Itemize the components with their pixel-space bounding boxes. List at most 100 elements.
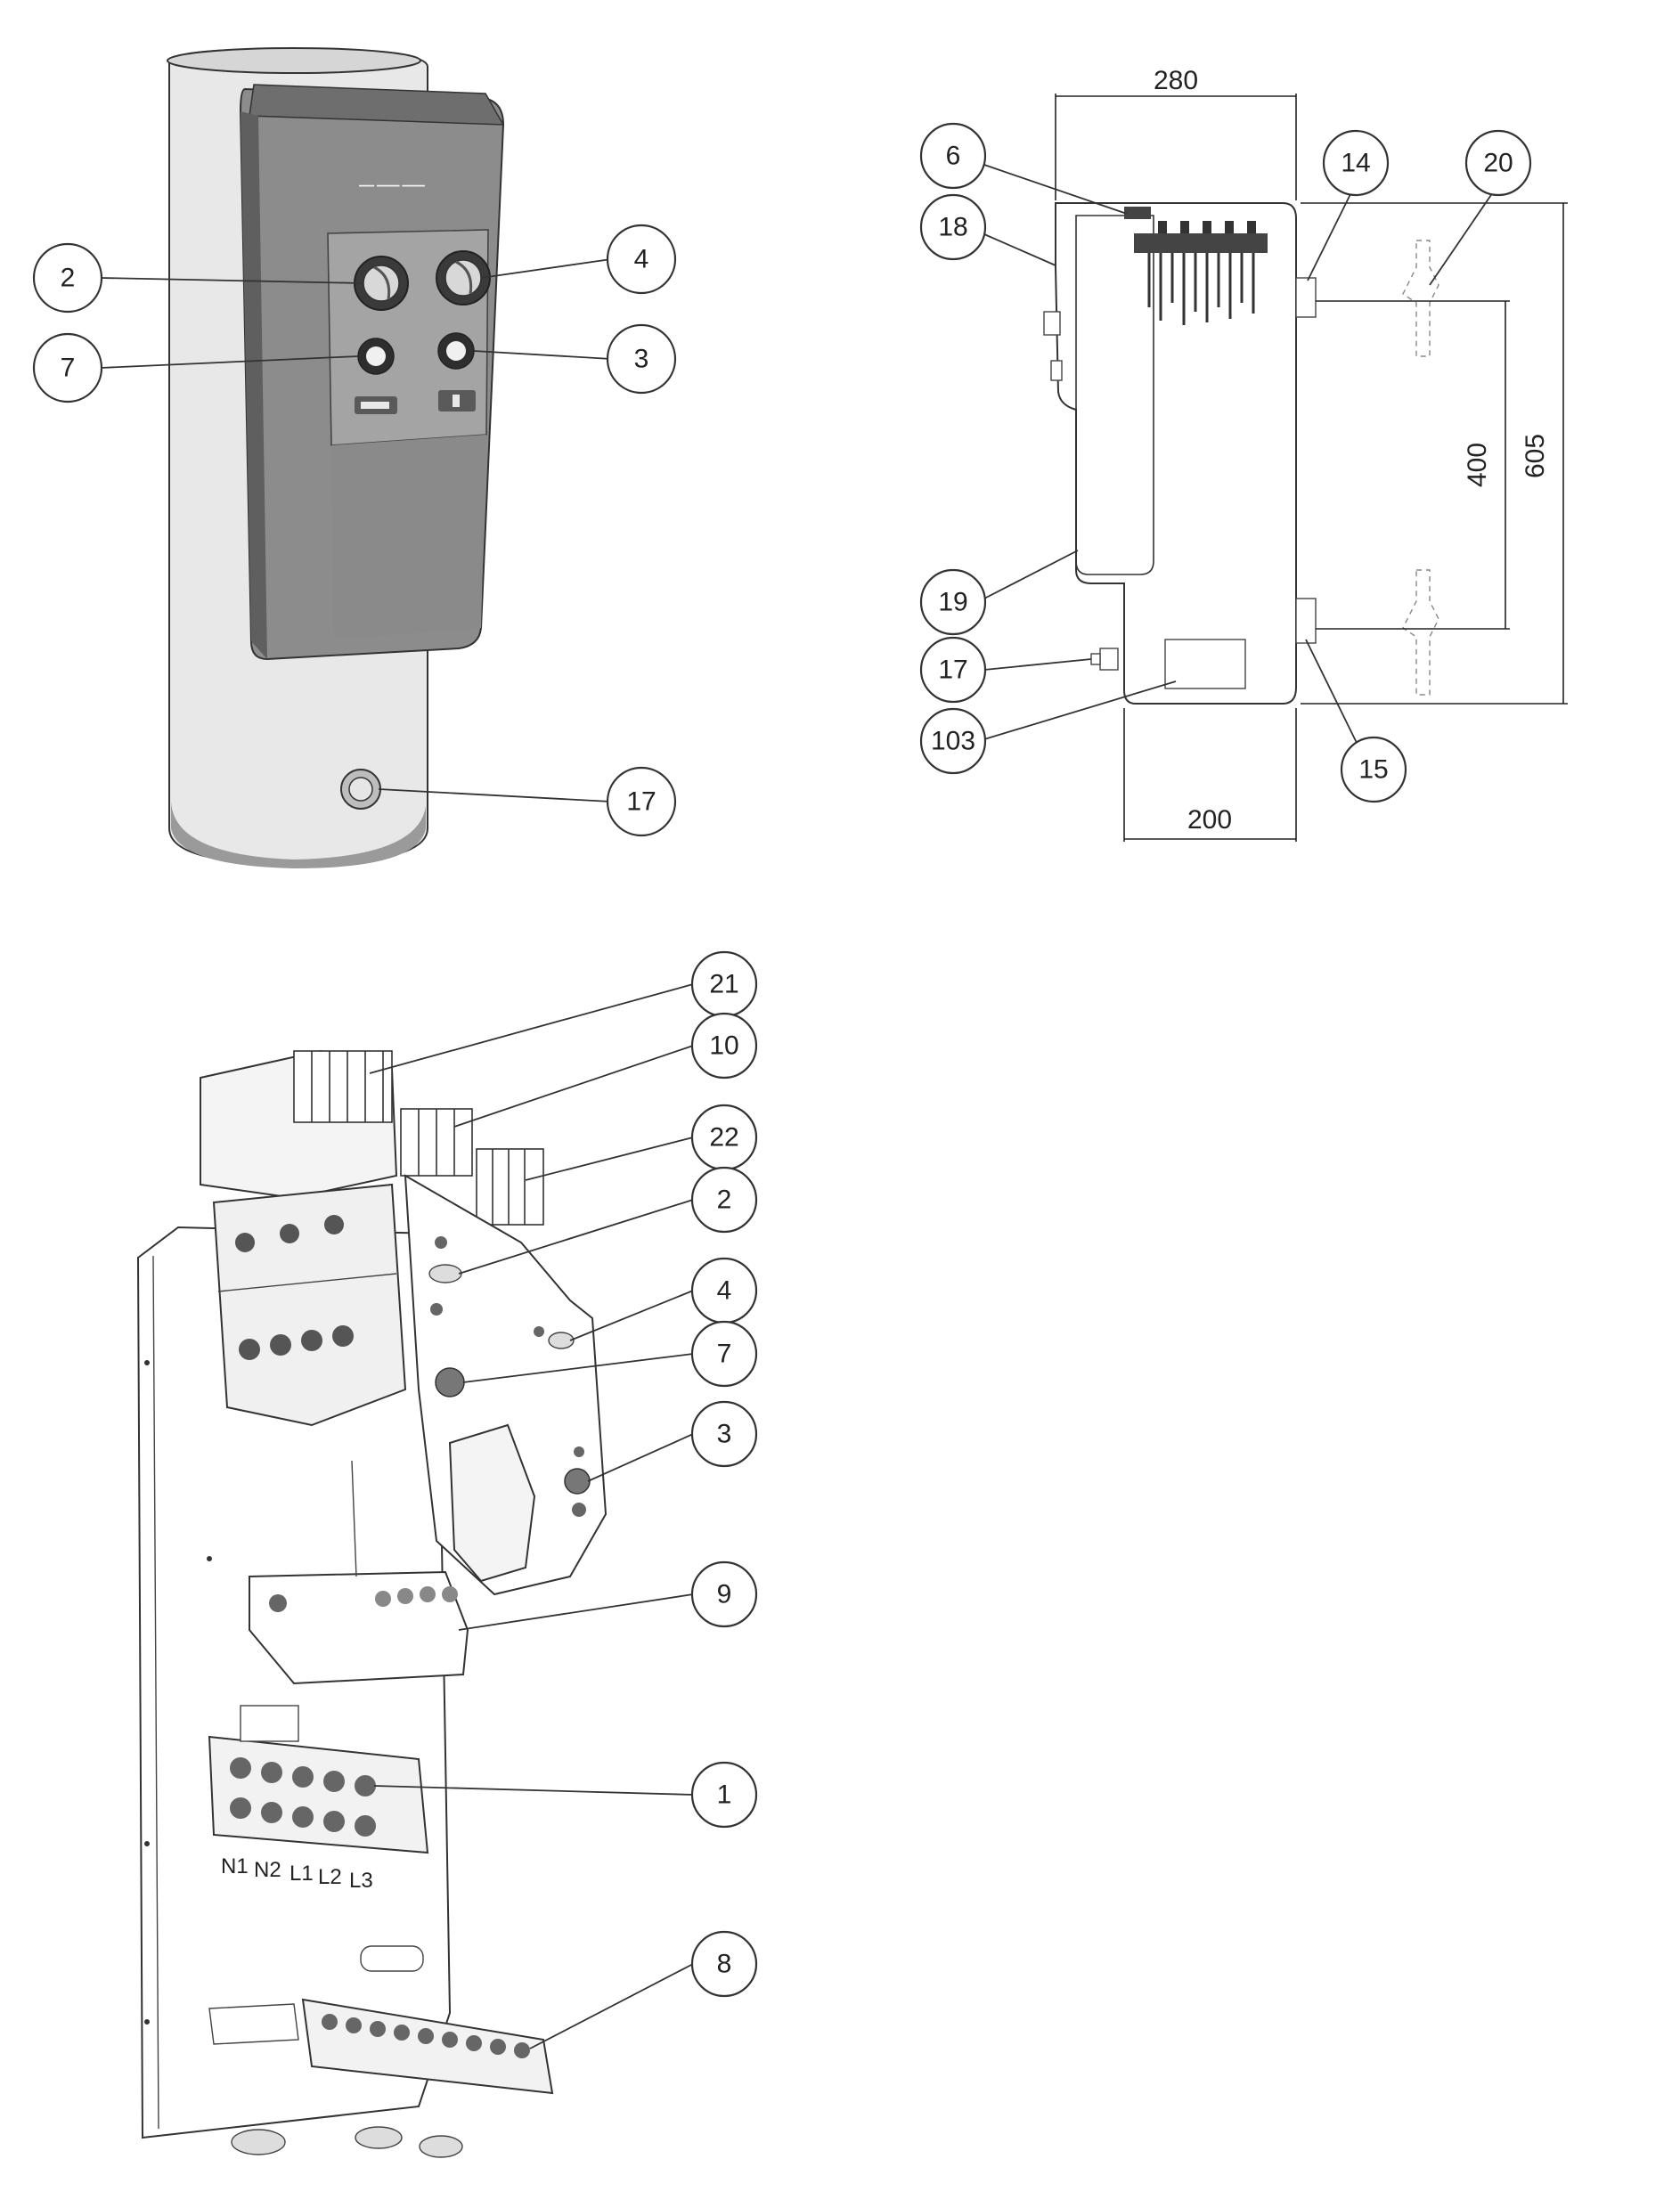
side-control-housing: [1075, 215, 1154, 575]
thermostat-body: [448, 1423, 536, 1583]
leader-front-7: [100, 355, 359, 369]
callout-term-21-label: 21: [709, 970, 738, 999]
callout-front-7-label: 7: [61, 354, 76, 383]
terminal-label-n1: N1: [221, 1854, 249, 1878]
side-drain-valve: [1099, 648, 1119, 671]
callout-term-4-label: 4: [717, 1276, 732, 1306]
callout-term-21: 21: [690, 950, 758, 1018]
cable-clamp: [360, 1945, 424, 1972]
leader-side-14: [1307, 186, 1355, 281]
callout-side-17: 17: [919, 636, 987, 704]
bracket-screw-2: [430, 1303, 443, 1316]
wall-rail-top: [1402, 240, 1439, 357]
front-view: ▔▔ ▔▔▔ ▔▔▔: [32, 47, 677, 868]
dim-200-label: 200: [1187, 805, 1232, 835]
cable-gland-3: [419, 2135, 463, 2158]
callout-side-17-label: 17: [938, 656, 967, 685]
terminal-label-n2: N2: [254, 1858, 281, 1882]
callout-term-3: 3: [690, 1400, 758, 1468]
callout-term-2: 2: [690, 1166, 758, 1234]
indicator-lamp-left: [357, 338, 395, 375]
cylinder-top: [167, 47, 421, 74]
leader-term-2: [458, 1199, 694, 1275]
callout-side-18-label: 18: [938, 213, 967, 242]
callout-front-17: 17: [606, 766, 677, 837]
contactor-stack: [212, 1183, 407, 1427]
control-panel-top-face: [249, 84, 505, 126]
contactor-divider: [217, 1273, 397, 1292]
lamp-socket-7: [435, 1367, 465, 1397]
callout-side-19: 19: [919, 568, 987, 636]
leader-term-10: [453, 1045, 694, 1128]
callout-side-14: 14: [1322, 129, 1390, 197]
heating-flange: [1134, 233, 1268, 253]
callout-side-6-label: 6: [946, 142, 961, 171]
flange-cap: [1124, 207, 1151, 219]
terminal-label-l3: L3: [349, 1869, 373, 1893]
panel-lower-face: [331, 435, 486, 640]
contactor-terminals-bottom: [239, 1325, 354, 1360]
leader-front-2: [100, 277, 364, 284]
mid-bracket-screw: [269, 1594, 287, 1612]
terminal-label-l1: L1: [290, 1862, 314, 1886]
callout-side-15: 15: [1340, 736, 1407, 803]
callout-side-20: 20: [1464, 129, 1532, 197]
bracket-top: [1295, 277, 1317, 318]
callout-side-18: 18: [919, 193, 987, 261]
bracket-screw-5: [572, 1503, 586, 1517]
mid-bracket: [249, 1570, 469, 1685]
callout-side-19-label: 19: [938, 588, 967, 617]
label-plate-right-mark: [453, 395, 460, 407]
lower-left-clamp: [208, 2003, 299, 2045]
callout-term-4: 4: [690, 1257, 758, 1324]
callout-side-103-label: 103: [931, 727, 975, 756]
leader-side-20: [1429, 186, 1497, 286]
callout-term-2-label: 2: [717, 1185, 732, 1215]
cable-gland-1: [231, 2129, 286, 2155]
side-body-outline: [1055, 202, 1297, 705]
bracket-screw-1: [435, 1236, 447, 1249]
callout-front-2: 2: [32, 242, 103, 314]
leader-side-19: [983, 550, 1079, 599]
knob-shaft-2: [428, 1264, 462, 1283]
leader-term-3: [587, 1433, 694, 1482]
callout-term-10-label: 10: [709, 1031, 738, 1061]
callout-term-7: 7: [690, 1320, 758, 1388]
callout-term-8-label: 8: [717, 1950, 732, 1979]
wall-rail-bottom: [1402, 569, 1439, 696]
brand-label-decor: ▔▔ ▔▔▔ ▔▔▔: [358, 184, 425, 197]
callout-front-7: 7: [32, 332, 103, 403]
leader-side-6: [983, 164, 1128, 215]
callout-side-15-label: 15: [1358, 755, 1388, 785]
callout-front-2-label: 2: [61, 264, 76, 293]
callout-front-4-label: 4: [634, 245, 649, 274]
connector-block-10: [400, 1108, 473, 1177]
leader-term-8: [529, 1963, 694, 2049]
callout-side-6: 6: [919, 122, 987, 190]
contactor-terminals-top: [235, 1215, 344, 1252]
lower-terminal-screws: [322, 2014, 530, 2058]
callout-side-14-label: 14: [1341, 149, 1370, 178]
lamp-socket-3: [564, 1468, 591, 1495]
leader-term-4: [569, 1290, 694, 1341]
connector-block-22: [476, 1148, 544, 1226]
terminal-view: N1 N2 L1 L2 L3: [136, 950, 758, 2158]
leader-side-17: [983, 658, 1092, 671]
back-plate-hole-1: [144, 1360, 150, 1365]
back-plate-hole-3: [144, 1841, 150, 1846]
terminal-label-l2: L2: [318, 1865, 342, 1889]
leader-front-4: [480, 258, 612, 279]
callout-term-10: 10: [690, 1012, 758, 1080]
control-panel-side-face: [241, 111, 267, 659]
terminal-block-cover: [240, 1705, 299, 1742]
leader-term-22: [525, 1137, 694, 1181]
callout-side-20-label: 20: [1483, 149, 1513, 178]
leader-term-7: [462, 1353, 694, 1383]
indicator-lamp-right: [437, 332, 475, 370]
back-plate-edge: [152, 1255, 159, 2130]
back-plate-hole-4: [144, 2019, 150, 2025]
side-knob-projection: [1043, 311, 1061, 336]
dim-280-label: 280: [1154, 66, 1198, 95]
leader-side-15: [1305, 639, 1359, 747]
